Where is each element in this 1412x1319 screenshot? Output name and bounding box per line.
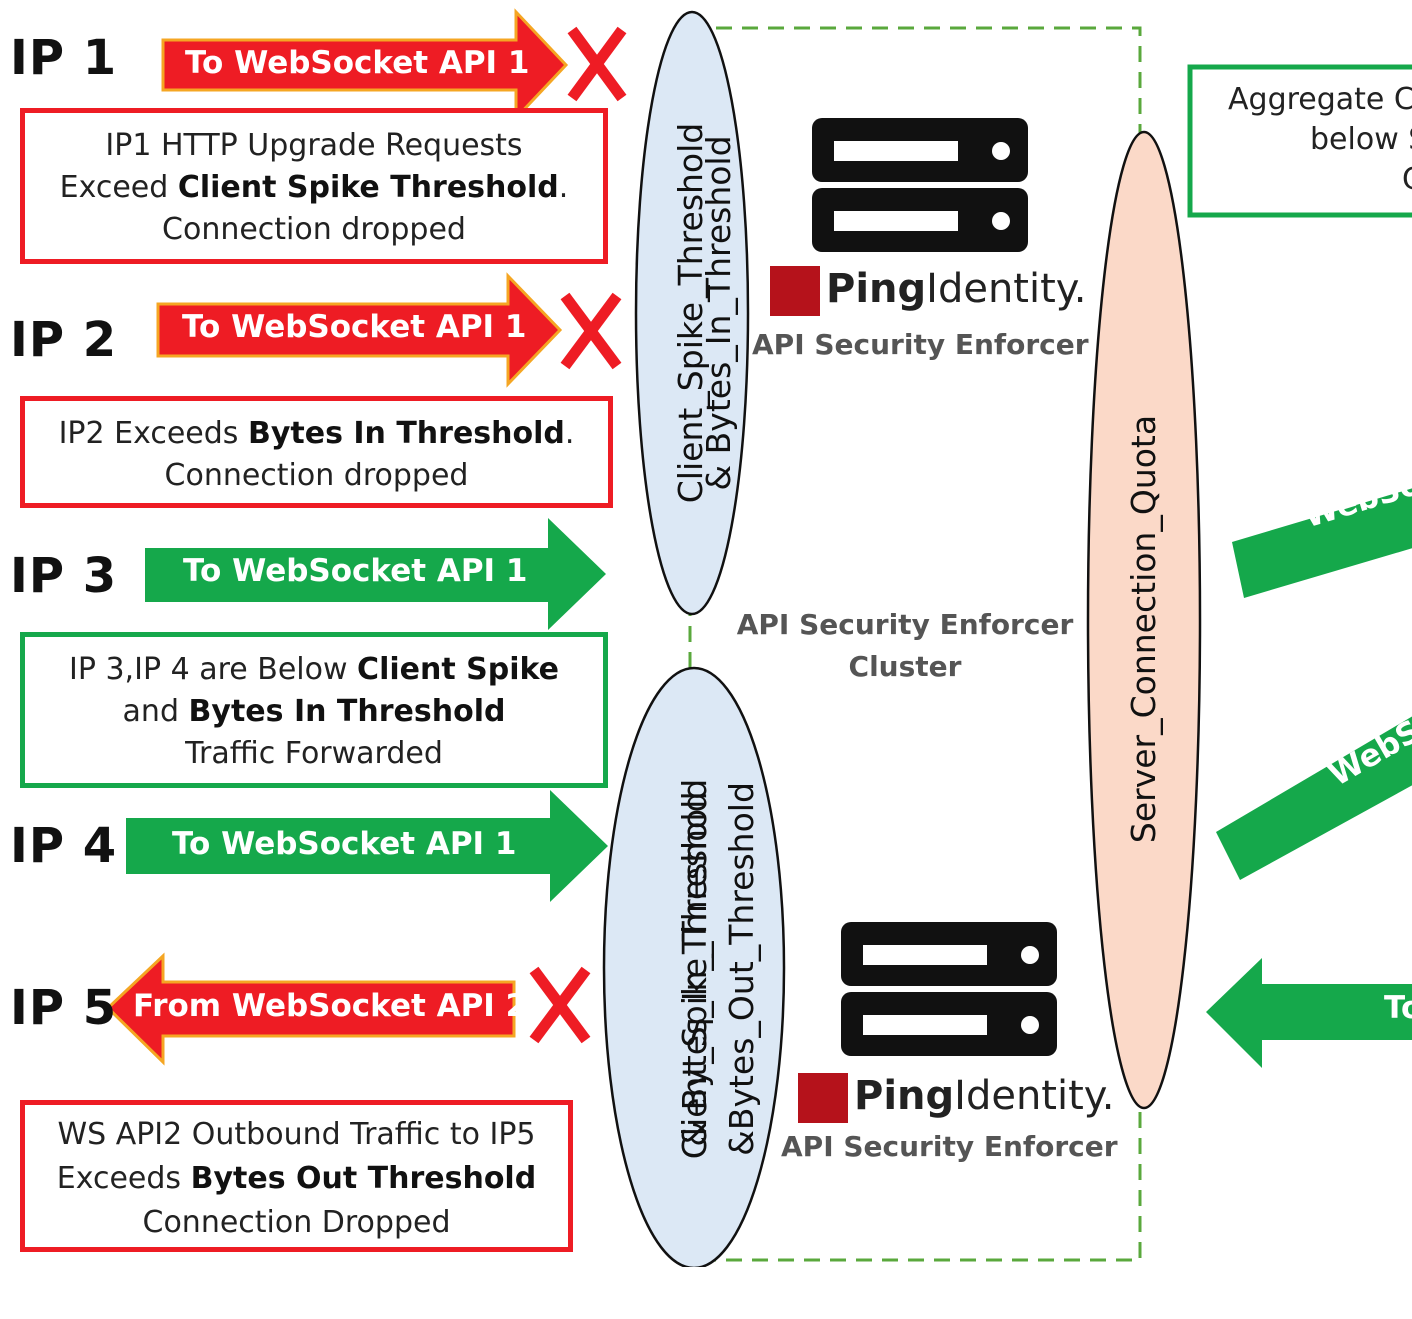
arrow-ip5-label: From WebSocket API 2 — [133, 988, 528, 1024]
enforcer-subtitle-top: API Security Enforcer — [752, 328, 1089, 361]
ellipse-client-thresholds-top — [634, 10, 750, 616]
note-ip34-text: IP 3,IP 4 are Below — [69, 652, 358, 687]
blocked-x-ip1 — [567, 26, 627, 102]
arrow-ip3-label: To WebSocket API 1 — [183, 553, 528, 589]
brand-bold-bottom: Ping — [854, 1073, 955, 1119]
arrow-ip1 — [161, 8, 569, 122]
arrow-right-1 — [1232, 488, 1412, 598]
aggregate-note-line3: C — [1402, 160, 1412, 200]
brand-bold-top: Ping — [826, 266, 927, 312]
note-ip5-line3: Connection Dropped — [142, 1205, 451, 1240]
blocked-x-ip5 — [529, 966, 591, 1044]
arrow-ip5 — [105, 952, 516, 1066]
arrow-ip2 — [156, 272, 563, 388]
note-ip1-period: . — [558, 170, 569, 205]
note-ip1-line3: Connection dropped — [162, 212, 466, 247]
ellipse-server-connection-quota — [1086, 130, 1202, 1110]
brand-mark-bottom: . — [1101, 1073, 1115, 1119]
arrow-right-3 — [1206, 958, 1412, 1068]
note-ip2-bold: Bytes In Threshold — [247, 416, 565, 451]
note-ip5-line1: WS API2 Outbound Traffic to IP5 — [57, 1117, 536, 1152]
aggregate-note-line1: Aggregate C — [1228, 82, 1412, 117]
ellipse-client-thresholds-bottom — [602, 666, 786, 1267]
arrow-ip2-label: To WebSocket API 1 — [182, 309, 527, 345]
note-ip1-text: Exceed — [59, 170, 178, 205]
ellipse-server-line1: Server_Connection_Quota — [1124, 414, 1163, 844]
arrow-right-2 — [1216, 716, 1412, 880]
ip3-label: IP 3 — [10, 548, 118, 604]
note-ip2-text: IP2 Exceeds — [58, 416, 248, 451]
note-ip2-period: . — [564, 416, 575, 451]
note-ip5-bold: Bytes Out Threshold — [190, 1161, 537, 1196]
ellipse-bottom-line3: &Bytes_Out_Threshold — [722, 782, 761, 1156]
ip1-label: IP 1 — [10, 30, 118, 86]
ellipse-top-line2: & Bytes_In_Threshold — [699, 135, 738, 491]
note-ip34-and: and — [122, 694, 189, 729]
ip5-label: IP 5 — [10, 980, 118, 1036]
ping-identity-logo-bottom: PingIdentity. — [854, 1073, 1114, 1119]
cluster-label: API Security Enforcer Cluster — [730, 604, 1080, 688]
arrow-ip4-label: To WebSocket API 1 — [172, 826, 517, 862]
note-ip1-line1: IP1 HTTP Upgrade Requests — [105, 128, 523, 163]
ping-logo-square-bottom — [798, 1073, 848, 1123]
brand-light-top: Identity — [926, 266, 1074, 312]
note-ip34-bold2: Bytes In Threshold — [188, 694, 506, 729]
aggregate-note-line2: below S — [1310, 122, 1412, 157]
brand-mark-top: . — [1073, 266, 1087, 312]
arrow-ip1-label: To WebSocket API 1 — [185, 45, 530, 81]
note-ip1: IP1 HTTP Upgrade Requests Exceed Client … — [20, 108, 608, 264]
cluster-diagram-canvas — [105, 8, 1412, 1267]
note-ip5: WS API2 Outbound Traffic to IP5 Exceeds … — [20, 1100, 573, 1252]
blocked-x-ip2 — [560, 292, 622, 370]
note-ip34-bold1: Client Spike — [357, 652, 559, 687]
cluster-label-line2: Cluster — [848, 650, 962, 683]
ip2-label: IP 2 — [10, 312, 118, 368]
note-ip2: IP2 Exceeds Bytes In Threshold. Connecti… — [20, 396, 613, 508]
note-ip5-text: Exceeds — [56, 1161, 191, 1196]
arrow-ip3 — [145, 518, 606, 630]
note-ip34-line3: Traffic Forwarded — [185, 736, 443, 771]
arrow-right-3-label: To — [1384, 990, 1412, 1026]
server-icon-bottom — [841, 922, 1057, 1056]
ellipse-bottom-line2: & Bytes_In_Threshold — [675, 791, 714, 1147]
ip4-label: IP 4 — [10, 818, 118, 874]
ping-identity-logo-top: PingIdentity. — [826, 266, 1086, 312]
enforcer-subtitle-bottom: API Security Enforcer — [781, 1130, 1118, 1163]
cluster-label-line1: API Security Enforcer — [736, 608, 1074, 641]
brand-light-bottom: Identity — [954, 1073, 1102, 1119]
note-ip2-line2: Connection dropped — [164, 458, 469, 493]
ping-logo-square-top — [770, 266, 820, 316]
note-ip1-bold: Client Spike Threshold — [177, 170, 559, 205]
aggregate-note-box — [1187, 64, 1412, 218]
note-ip3-ip4: IP 3,IP 4 are Below Client Spike and Byt… — [20, 632, 608, 788]
server-icon-top — [812, 118, 1028, 252]
arrow-ip4 — [126, 790, 608, 902]
